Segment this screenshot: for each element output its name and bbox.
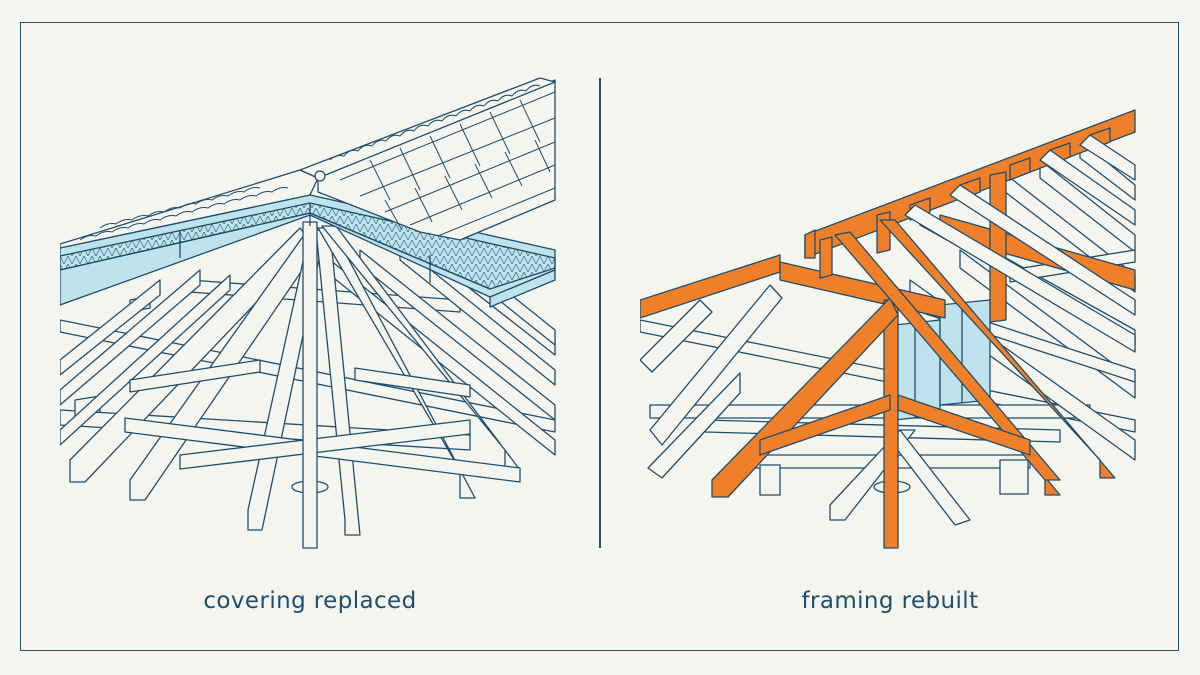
left-center-post — [291, 221, 329, 549]
left-shingles-left — [60, 77, 556, 249]
left-cross-beams — [124, 359, 521, 483]
panel-divider — [599, 78, 601, 548]
right-roof-diagram — [640, 109, 1136, 549]
left-roof-diagram — [60, 77, 556, 549]
left-shingles-right — [317, 79, 556, 241]
left-back-rafters — [329, 244, 556, 456]
outer-frame — [20, 22, 1179, 651]
left-caption: covering replaced — [203, 588, 417, 614]
right-caption: framing rebuilt — [801, 588, 979, 614]
right-top-rafters — [904, 134, 1136, 353]
